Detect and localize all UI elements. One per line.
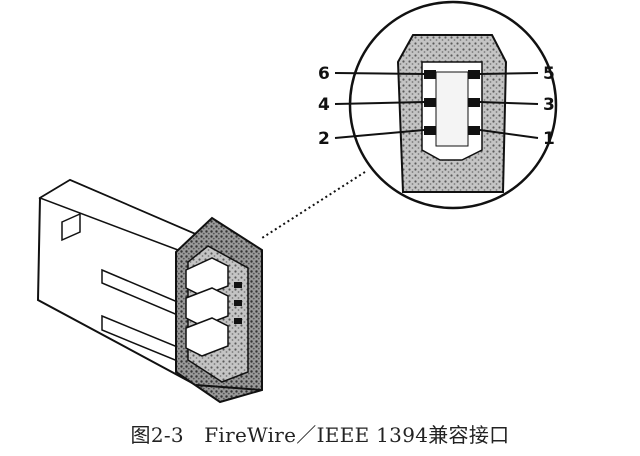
pin-2-contact bbox=[424, 126, 436, 135]
device-port-tab-3 bbox=[185, 317, 229, 357]
pin-3-label: 3 bbox=[543, 95, 555, 115]
pin-3-leader bbox=[479, 101, 539, 105]
pin-1-leader bbox=[479, 129, 539, 139]
device-label-square bbox=[61, 212, 81, 242]
pin-contacts bbox=[424, 70, 480, 135]
pin-6-contact bbox=[424, 70, 436, 79]
pin-4-contact bbox=[424, 98, 436, 107]
device-port-tab-2 bbox=[185, 287, 229, 327]
pin-4-leader bbox=[334, 101, 425, 105]
callout-dotted-line bbox=[261, 171, 366, 239]
pin-2-label: 2 bbox=[318, 129, 330, 149]
figure-caption: 图2-3 FireWire／IEEE 1394兼容接口 bbox=[130, 423, 510, 447]
pin-leader-lines bbox=[334, 72, 539, 139]
pin-5-contact bbox=[468, 70, 480, 79]
port-tongue bbox=[435, 71, 469, 147]
magnified-port-view: 6 5 4 3 2 1 bbox=[318, 0, 558, 210]
pin-5-label: 5 bbox=[543, 64, 555, 84]
device-port-tab-1 bbox=[185, 257, 229, 297]
pin-3-contact bbox=[468, 98, 480, 107]
pin-2-leader bbox=[334, 129, 425, 139]
pin-6-leader bbox=[334, 72, 425, 75]
pin-1-contact bbox=[468, 126, 480, 135]
pin-5-leader bbox=[479, 72, 539, 75]
pin-1-label: 1 bbox=[543, 129, 555, 149]
pin-6-label: 6 bbox=[318, 64, 330, 84]
device-base-edge bbox=[195, 384, 263, 391]
connector-device bbox=[36, 178, 263, 404]
device-contacts bbox=[234, 282, 242, 324]
pin-4-label: 4 bbox=[318, 95, 330, 115]
